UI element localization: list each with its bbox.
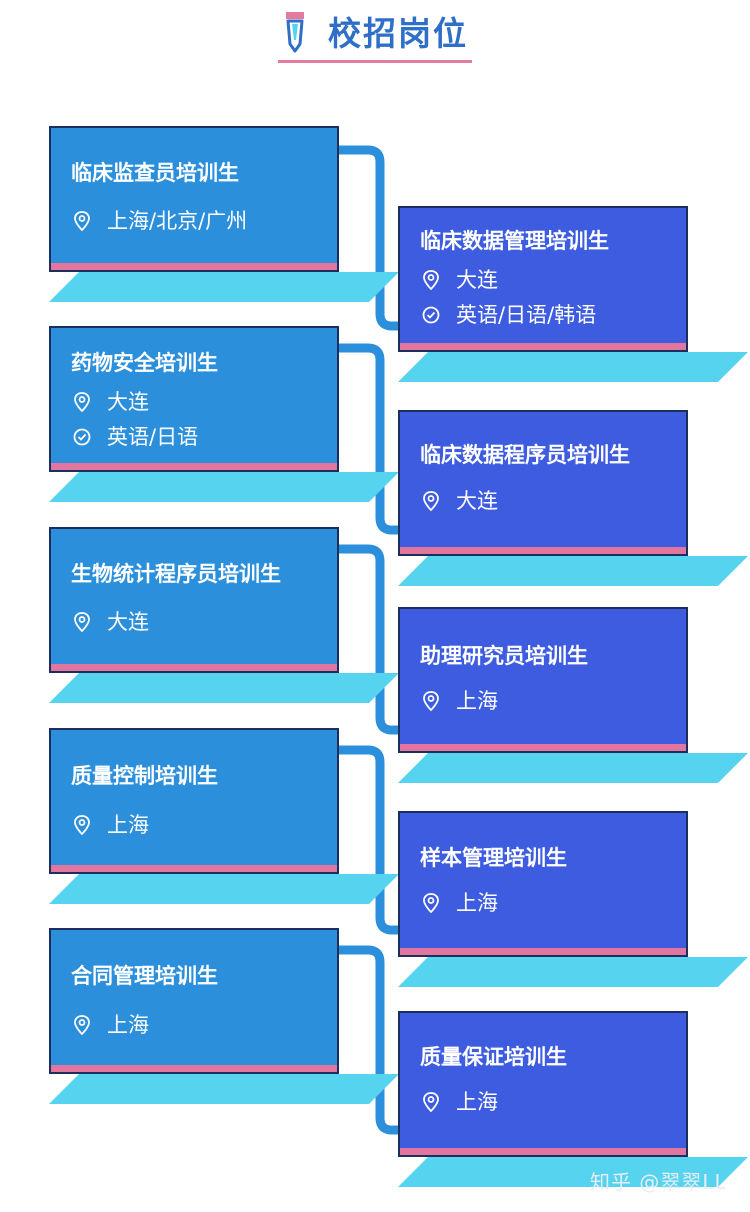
tie-icon: [286, 12, 304, 53]
location-pin-icon: [423, 691, 439, 711]
location-row: 大连: [73, 389, 149, 415]
location-row: 上海: [73, 812, 149, 838]
location-pin-icon: [423, 491, 439, 511]
watermark: 知乎 @翠翠LL: [590, 1170, 727, 1194]
card-band: [51, 664, 337, 671]
location-pin-icon: [423, 270, 439, 290]
location-pin-icon: [74, 612, 90, 632]
card-shadow: [49, 472, 399, 502]
card-band: [400, 744, 686, 751]
location-row: 上海: [422, 890, 498, 916]
location-text: 大连: [456, 268, 498, 292]
card-title: 质量控制培训生: [71, 764, 218, 788]
card-body: 助理研究员培训生 上海: [398, 607, 688, 753]
location-text: 大连: [456, 489, 498, 513]
card-title: 药物安全培训生: [71, 351, 218, 375]
check-circle-icon: [422, 306, 440, 324]
card-body: 临床数据管理培训生 大连 英语/日语/韩语: [398, 206, 688, 352]
location-pin-icon: [423, 1092, 439, 1112]
language-row: 英语/日语/韩语: [422, 302, 596, 328]
position-card: 生物统计程序员培训生 大连: [49, 527, 399, 703]
card-body: 样本管理培训生 上海: [398, 811, 688, 957]
card-shadow: [398, 556, 748, 586]
card-title: 临床监查员培训生: [71, 161, 239, 185]
location-text: 上海/北京/广州: [107, 209, 248, 233]
card-band: [400, 1148, 686, 1155]
location-pin-icon: [423, 893, 439, 913]
card-body: 质量控制培训生 上海: [49, 728, 339, 874]
position-card: 临床数据程序员培训生 大连: [398, 410, 748, 586]
card-shadow: [398, 753, 748, 783]
card-shadow: [49, 874, 399, 904]
card-shadow: [49, 673, 399, 703]
location-text: 上海: [107, 1013, 149, 1037]
location-row: 大连: [73, 609, 149, 635]
position-card: 药物安全培训生 大连 英语/日语: [49, 326, 399, 502]
language-row: 英语/日语: [73, 424, 198, 450]
card-shadow: [398, 352, 748, 382]
location-text: 大连: [107, 390, 149, 414]
card-title: 合同管理培训生: [71, 964, 218, 988]
location-row: 上海: [422, 1089, 498, 1115]
card-band: [51, 263, 337, 270]
location-text: 上海: [456, 689, 498, 713]
position-card: 样本管理培训生 上海: [398, 811, 748, 987]
location-text: 大连: [107, 610, 149, 634]
card-shadow: [49, 272, 399, 302]
card-shadow: [49, 1074, 399, 1104]
position-card: 临床监查员培训生 上海/北京/广州: [49, 126, 399, 302]
position-card: 临床数据管理培训生 大连 英语/日语/韩语: [398, 206, 748, 382]
location-text: 上海: [456, 891, 498, 915]
card-band: [51, 1065, 337, 1072]
title-underline: [278, 60, 472, 63]
card-title: 样本管理培训生: [420, 846, 567, 870]
card-band: [400, 547, 686, 554]
card-title: 助理研究员培训生: [420, 644, 588, 668]
location-row: 大连: [422, 488, 498, 514]
card-band: [51, 463, 337, 470]
location-row: 上海: [73, 1012, 149, 1038]
location-pin-icon: [74, 1015, 90, 1035]
position-card: 合同管理培训生 上海: [49, 928, 399, 1104]
card-body: 生物统计程序员培训生 大连: [49, 527, 339, 673]
location-pin-icon: [74, 392, 90, 412]
location-row: 上海: [422, 688, 498, 714]
card-title: 生物统计程序员培训生: [71, 562, 281, 586]
location-row: 上海/北京/广州: [73, 208, 247, 234]
position-card: 助理研究员培训生 上海: [398, 607, 748, 783]
card-title: 临床数据管理培训生: [420, 229, 609, 253]
card-band: [400, 948, 686, 955]
location-text: 上海: [456, 1090, 498, 1114]
location-pin-icon: [74, 815, 90, 835]
card-band: [400, 343, 686, 350]
card-body: 临床监查员培训生 上海/北京/广州: [49, 126, 339, 272]
position-card: 质量控制培训生 上海: [49, 728, 399, 904]
page-title: 校招岗位: [328, 14, 468, 53]
check-circle-icon: [73, 428, 91, 446]
card-body: 药物安全培训生 大连 英语/日语: [49, 326, 339, 472]
card-shadow: [398, 957, 748, 987]
card-body: 质量保证培训生 上海: [398, 1011, 688, 1157]
language-text: 英语/日语/韩语: [456, 303, 597, 327]
card-body: 合同管理培训生 上海: [49, 928, 339, 1074]
location-pin-icon: [74, 211, 90, 231]
card-band: [51, 865, 337, 872]
position-card: 质量保证培训生 上海: [398, 1011, 748, 1187]
card-body: 临床数据程序员培训生 大连: [398, 410, 688, 556]
card-title: 质量保证培训生: [420, 1045, 567, 1069]
location-row: 大连: [422, 267, 498, 293]
card-title: 临床数据程序员培训生: [420, 443, 630, 467]
header: 校招岗位: [0, 0, 750, 70]
location-text: 上海: [107, 813, 149, 837]
language-text: 英语/日语: [107, 425, 199, 449]
